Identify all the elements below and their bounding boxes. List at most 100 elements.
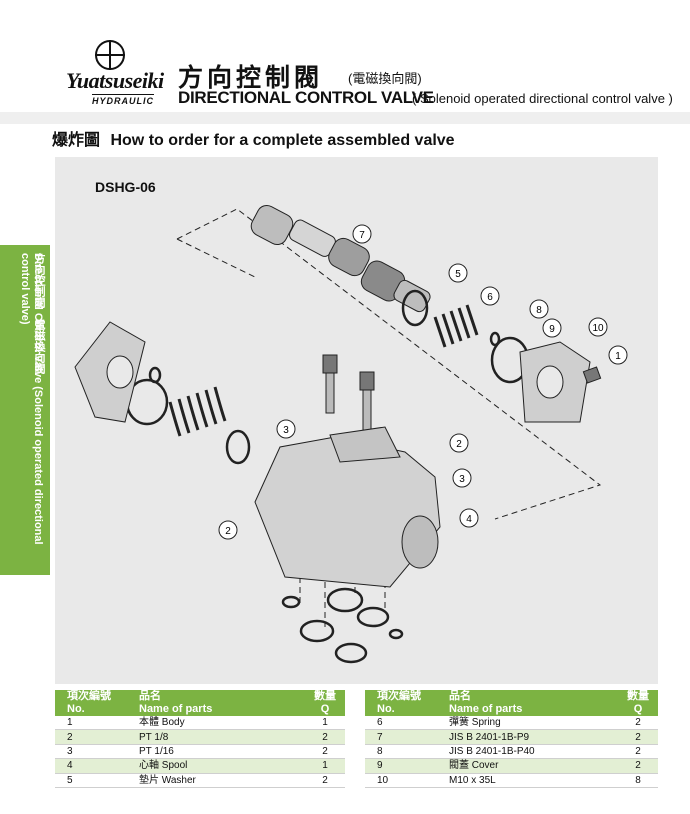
header-q-en: Q	[618, 703, 658, 716]
header-name-en: Name of parts	[127, 703, 305, 716]
brand-sub: HYDRAULIC	[92, 94, 154, 106]
header-name-cn: 品名	[127, 690, 305, 703]
title-en-sub: ( Solenoid operated directional control …	[412, 91, 673, 106]
header-q-en: Q	[305, 703, 345, 716]
callout-6-label: 6	[487, 292, 493, 303]
callout-1-label: 4	[466, 514, 472, 525]
cell-q: 2	[618, 744, 658, 760]
cell-no: 9	[365, 758, 437, 774]
cell-name: 彈簧 Spring	[437, 716, 618, 731]
header-band	[0, 112, 690, 124]
cell-no: 6	[365, 716, 437, 731]
callout-5-label: 5	[455, 269, 461, 280]
cell-name: 閥蓋 Cover	[437, 758, 618, 774]
header-no-cn: 項次編號	[365, 690, 437, 703]
cell-q: 2	[618, 716, 658, 731]
callout-4: 7	[352, 224, 372, 244]
callout-2b-label: 2	[225, 526, 231, 537]
callout-2b: 2	[218, 520, 238, 540]
callout-2a: 2	[449, 433, 469, 453]
cell-name: PT 1/16	[127, 744, 305, 760]
header-no-en: No.	[365, 703, 437, 716]
brand-logo: Yuatsuseiki HYDRAULIC	[62, 40, 172, 110]
springs-icon	[168, 304, 479, 437]
cell-name: PT 1/8	[127, 729, 305, 745]
cell-no: 8	[365, 744, 437, 760]
spool-icon	[250, 204, 431, 313]
side-tab-cn: 方向控制閥 電磁換向閥	[33, 253, 45, 374]
callouts: 7 5 6 8 9 10 1 3 2 3 4 2	[218, 224, 628, 540]
cell-q: 2	[618, 729, 658, 745]
header-q-cn: 數量	[305, 690, 345, 703]
section-heading: 爆炸圖 How to order for a complete assemble…	[52, 126, 455, 150]
exploded-drawing: 7 5 6 8 9 10 1 3 2 3 4 2	[74, 204, 628, 664]
callout-3a-label: 3	[283, 425, 289, 436]
callout-8: 9	[542, 318, 562, 338]
cell-q: 2	[305, 744, 345, 760]
cell-name: 墊片 Washer	[127, 773, 305, 788]
title-cn: 方向控制閥	[178, 64, 324, 92]
valve-body-icon	[254, 426, 441, 588]
exploded-diagram: DSHG-06	[55, 157, 658, 684]
cell-name: 心軸 Spool	[127, 758, 305, 774]
cell-no: 2	[55, 729, 127, 745]
cell-q: 1	[305, 716, 345, 731]
cell-no: 3	[55, 744, 127, 760]
model-label: DSHG-06	[95, 179, 156, 195]
cell-no: 10	[365, 773, 437, 788]
header-name-cn: 品名	[437, 690, 618, 703]
title-cn-sub: (電磁換向閥)	[348, 71, 422, 86]
cell-name: JIS B 2401-1B-P40	[437, 744, 618, 760]
cell-name: JIS B 2401-1B-P9	[437, 729, 618, 745]
cell-no: 4	[55, 758, 127, 774]
callout-10-label: 1	[615, 351, 621, 362]
callout-5: 5	[448, 263, 468, 283]
callout-2a-label: 2	[456, 439, 462, 450]
cell-q: 2	[618, 758, 658, 774]
cell-no: 7	[365, 729, 437, 745]
callout-9-label: 10	[592, 323, 604, 334]
callout-4-label: 7	[359, 230, 365, 241]
callout-9: 10	[588, 317, 608, 337]
callout-6: 6	[480, 286, 500, 306]
callout-3b-label: 3	[459, 474, 465, 485]
cell-name: M10 x 35L	[437, 773, 618, 788]
callout-7: 8	[529, 299, 549, 319]
covers-icon	[74, 321, 591, 423]
cell-q: 2	[305, 729, 345, 745]
cell-no: 1	[55, 716, 127, 731]
cell-q: 8	[618, 773, 658, 788]
o-rings-icon	[125, 289, 530, 664]
side-tab: 方向控制閥 電磁換向閥 Directional Control Valve (S…	[0, 245, 50, 575]
brand-name: Yuatsuseiki	[66, 68, 164, 93]
header-q-cn: 數量	[618, 690, 658, 703]
callout-1: 4	[459, 508, 479, 528]
cell-name: 本體 Body	[127, 716, 305, 731]
header-no-cn: 項次編號	[55, 690, 127, 703]
callout-3b: 3	[452, 468, 472, 488]
cell-no: 5	[55, 773, 127, 788]
callout-10: 1	[608, 345, 628, 365]
section-heading-en: How to order for a complete assembled va…	[110, 132, 455, 149]
callout-8-label: 9	[549, 324, 555, 335]
section-heading-cn: 爆炸圖	[52, 132, 101, 149]
header-name-en: Name of parts	[437, 703, 618, 716]
cell-q: 1	[305, 758, 345, 774]
cell-q: 2	[305, 773, 345, 788]
side-tab-en: Directional Control Valve (Solenoid oper…	[19, 253, 44, 545]
logo-emblem-icon	[95, 40, 125, 70]
callout-3a: 3	[276, 419, 296, 439]
page-header: Yuatsuseiki HYDRAULIC 方向控制閥 (電磁換向閥) DIRE…	[0, 0, 690, 112]
